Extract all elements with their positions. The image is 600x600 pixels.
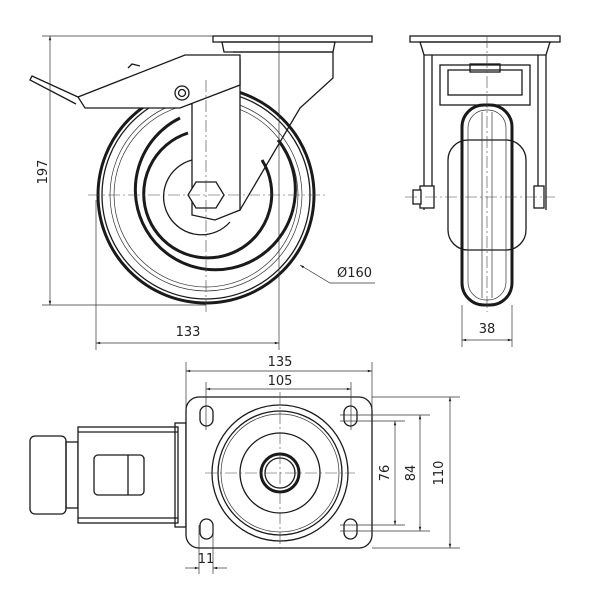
dimension-133: 133 [95, 36, 280, 350]
side-view [29, 35, 373, 312]
svg-text:135: 135 [268, 355, 293, 370]
dimension-diameter: Ø160 [299, 264, 375, 284]
svg-text:105: 105 [268, 374, 293, 389]
svg-text:38: 38 [479, 322, 496, 337]
front-view [405, 35, 561, 312]
svg-text:84: 84 [404, 465, 419, 482]
dimension-105: 105 [205, 374, 352, 430]
brake-pedal [77, 54, 241, 109]
svg-text:197: 197 [36, 160, 51, 185]
dimension-197: 197 [36, 35, 213, 306]
dimension-135: 135 [185, 355, 373, 410]
dimension-76-84-110: 76 84 110 [340, 396, 460, 549]
svg-text:110: 110 [432, 461, 447, 486]
dimension-38: 38 [461, 305, 513, 347]
svg-text:76: 76 [378, 465, 393, 482]
svg-text:133: 133 [176, 325, 201, 340]
svg-text:Ø160: Ø160 [337, 266, 372, 281]
dimension-11: 11 [185, 525, 227, 574]
svg-text:11: 11 [198, 552, 215, 567]
top-view [29, 392, 373, 550]
